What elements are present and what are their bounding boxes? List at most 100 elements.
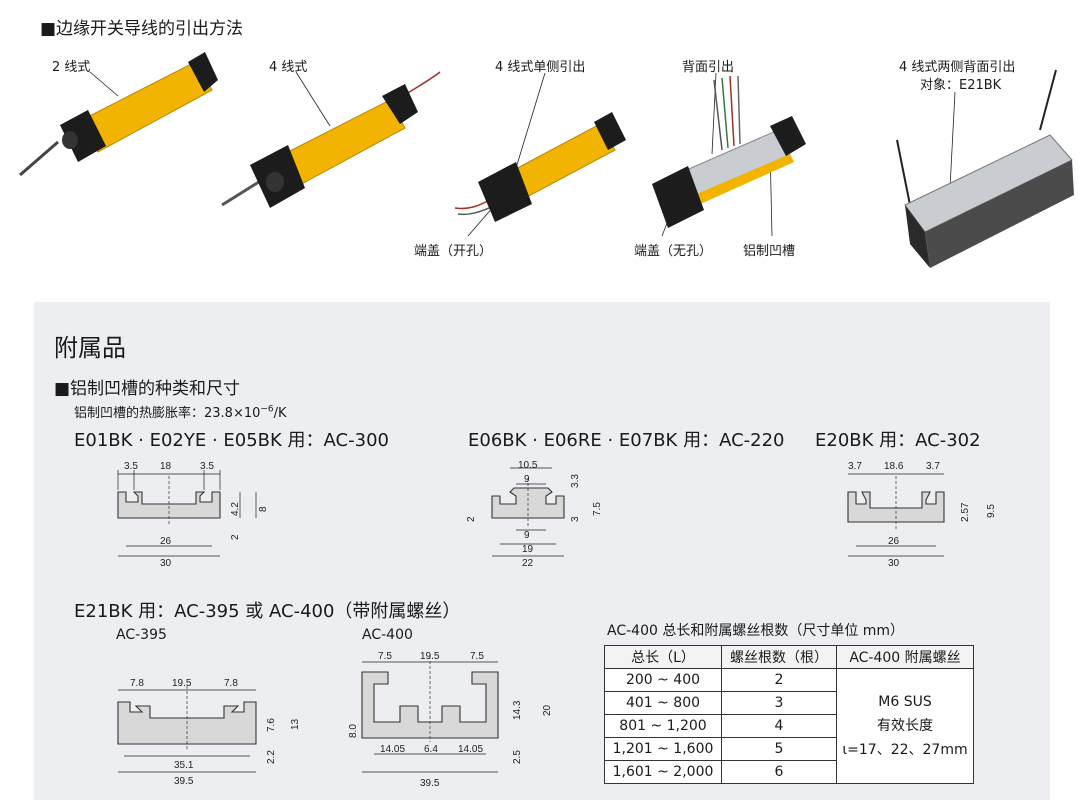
ac395-title: AC-395 — [116, 627, 167, 643]
channel-types-subtitle: ■铝制凹槽的种类和尺寸 — [54, 379, 241, 399]
table-caption: AC-400 总长和附属螺丝根数（尺寸单位 mm） — [607, 623, 905, 639]
section-title-lead-exit: ■边缘开关导线的引出方法 — [40, 19, 244, 39]
header-screw-count: 螺丝根数（根） — [721, 645, 837, 669]
ac220-dim-a: 10.5 — [518, 460, 538, 471]
row1-length: 200 ~ 400 — [604, 668, 722, 692]
switch-back-exit — [652, 75, 806, 228]
screw-spec-cell: M6 SUS 有效长度 ι=17、22、27mm — [836, 668, 974, 784]
label-aluminum-channel: 铝制凹槽 — [743, 244, 796, 259]
row2-length: 401 ~ 800 — [604, 691, 722, 715]
ac300-dim-f: 2 — [230, 534, 241, 540]
ac400-dim-k: 39.5 — [420, 778, 440, 789]
ac220-dim-d: 7.5 — [592, 502, 603, 516]
table-row: 401 ~ 800 3 — [604, 691, 974, 715]
expansion-text: 铝制凹槽的热膨胀率：23.8×10 — [74, 406, 261, 421]
row4-count: 5 — [721, 737, 837, 761]
ac302-drawing: 3.7 18.6 3.7 2.57 9.5 26 30 — [847, 461, 997, 569]
row5-count: 6 — [721, 760, 837, 784]
label-target-e21bk: 对象：E21BK — [920, 78, 1002, 93]
table-header-row: 总长（L） 螺丝根数（根） AC-400 附属螺丝 — [604, 645, 974, 669]
ac395-drawing: 7.8 19.5 7.8 7.6 13 2.2 35.1 39.5 — [117, 678, 301, 787]
header-ac400-screw: AC-400 附属螺丝 — [836, 645, 974, 669]
ac395-dim-g: 35.1 — [174, 760, 194, 771]
ac220-dim-f: 2 — [466, 516, 477, 522]
ac302-dim-e: 9.5 — [986, 504, 997, 518]
ac302-dim-d: 2.57 — [960, 502, 971, 522]
ac220-dim-e: 3 — [570, 516, 581, 522]
edge-switch-illustrations — [19, 52, 1074, 268]
ac395-dim-c: 7.8 — [224, 678, 238, 689]
ac220-dim-h: 19 — [522, 544, 534, 555]
row3-length: 801 ~ 1,200 — [604, 714, 722, 738]
table-row: 1,601 ~ 2,000 6 — [604, 760, 974, 784]
screw-line1: M6 SUS — [878, 694, 932, 710]
ac220-dim-b: 9 — [524, 474, 530, 485]
ac400-dim-c: 7.5 — [470, 651, 484, 662]
ac395-dim-h: 39.5 — [174, 776, 194, 787]
header-total-length: 总长（L） — [604, 645, 722, 669]
ac300-dim-a: 3.5 — [124, 461, 138, 472]
ac400-dim-g: 14.05 — [380, 744, 405, 755]
group-ac220-title: E06BK · E06RE · E07BK 用：AC-220 — [468, 430, 785, 451]
ac395-dim-d: 7.6 — [266, 718, 277, 732]
ac300-dim-b: 18 — [160, 461, 172, 472]
ac400-dim-a: 7.5 — [378, 651, 392, 662]
ac400-dim-e: 20 — [542, 704, 553, 716]
ac400-dim-j: 2.5 — [512, 750, 523, 764]
table-row: 200 ~ 400 2 M6 SUS 有效长度 ι=17、22、27mm — [604, 668, 974, 784]
ac302-dim-c: 3.7 — [926, 461, 940, 472]
ac220-dim-i: 22 — [522, 558, 534, 569]
label-end-cap-hole: 端盖（开孔） — [414, 244, 493, 259]
screw-line3: ι=17、22、27mm — [842, 742, 968, 758]
ac395-dim-e: 13 — [290, 718, 301, 730]
label-four-wire-single: 4 线式单侧引出 — [495, 60, 586, 75]
screw-line2: 有效长度 — [877, 718, 933, 734]
switch-two-wire — [19, 52, 218, 177]
ac300-dim-d: 4.2 — [230, 502, 241, 516]
table-row: 1,201 ~ 1,600 5 — [604, 737, 974, 761]
ac400-dim-f: 8.0 — [348, 724, 359, 738]
thermal-expansion-note: 铝制凹槽的热膨胀率：23.8×10−6/K — [74, 402, 287, 421]
ac220-dim-c: 3.3 — [570, 474, 581, 488]
ac220-drawing: 10.5 9 3.3 7.5 3 2 9 19 22 — [466, 460, 603, 569]
ac302-dim-g: 26 — [888, 536, 900, 547]
ac302-dim-h: 30 — [888, 558, 900, 569]
switch-four-wire — [221, 71, 441, 208]
ac400-drawing: 7.5 19.5 7.5 14.3 20 8.0 14.05 6.4 14.05… — [348, 651, 553, 789]
label-end-cap-nohole: 端盖（无孔） — [634, 244, 713, 259]
group-ac302-title: E20BK 用：AC-302 — [815, 430, 981, 451]
ac400-dim-d: 14.3 — [512, 700, 523, 720]
ac300-dim-h: 30 — [160, 558, 172, 569]
row4-length: 1,201 ~ 1,600 — [604, 737, 722, 761]
label-back-exit: 背面引出 — [682, 60, 735, 75]
ac400-dim-b: 19.5 — [420, 651, 440, 662]
group-ac300-title: E01BK · E02YE · E05BK 用：AC-300 — [74, 430, 389, 451]
expansion-exponent: −6 — [260, 404, 274, 415]
row1-count: 2 — [721, 668, 837, 692]
row2-count: 3 — [721, 691, 837, 715]
ac400-dim-i: 14.05 — [458, 744, 483, 755]
ac300-dim-g: 26 — [160, 536, 172, 547]
row3-count: 4 — [721, 714, 837, 738]
row5-length: 1,601 ~ 2,000 — [604, 760, 722, 784]
switch-four-wire-single — [454, 112, 626, 222]
label-four-wire: 4 线式 — [269, 60, 308, 75]
accessories-title: 附属品 — [54, 334, 126, 362]
expansion-unit: /K — [273, 406, 287, 421]
switch-four-wire-back-e21bk — [896, 69, 1074, 268]
ac395-dim-a: 7.8 — [130, 678, 144, 689]
ac220-dim-g: 9 — [524, 530, 530, 541]
ac300-drawing: 3.5 18 3.5 4.2 8 2 26 30 — [117, 461, 269, 569]
label-four-wire-back: 4 线式两侧背面引出 — [899, 60, 1016, 75]
ac395-dim-f: 2.2 — [266, 750, 277, 764]
ac300-dim-e: 8 — [258, 506, 269, 512]
ac300-dim-c: 3.5 — [200, 461, 214, 472]
ac302-dim-a: 3.7 — [848, 461, 862, 472]
ac302-dim-b: 18.6 — [884, 461, 904, 472]
label-two-wire: 2 线式 — [52, 60, 91, 75]
ac400-screw-table: 总长（L） 螺丝根数（根） AC-400 附属螺丝 200 ~ 400 2 M6… — [604, 645, 974, 784]
ac395-dim-b: 19.5 — [172, 678, 192, 689]
ac400-title: AC-400 — [362, 627, 413, 643]
group-e21bk-title: E21BK 用：AC-395 或 AC-400（带附属螺丝） — [74, 601, 461, 622]
ac400-dim-h: 6.4 — [424, 744, 438, 755]
